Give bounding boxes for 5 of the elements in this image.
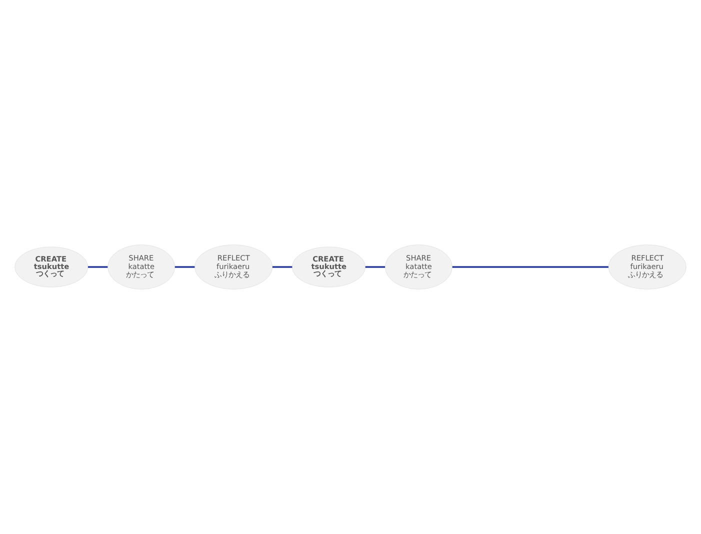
- connector: [272, 266, 292, 268]
- connector: [365, 266, 386, 268]
- connector: [174, 266, 195, 268]
- connector: [88, 266, 108, 268]
- connector: [452, 266, 608, 268]
